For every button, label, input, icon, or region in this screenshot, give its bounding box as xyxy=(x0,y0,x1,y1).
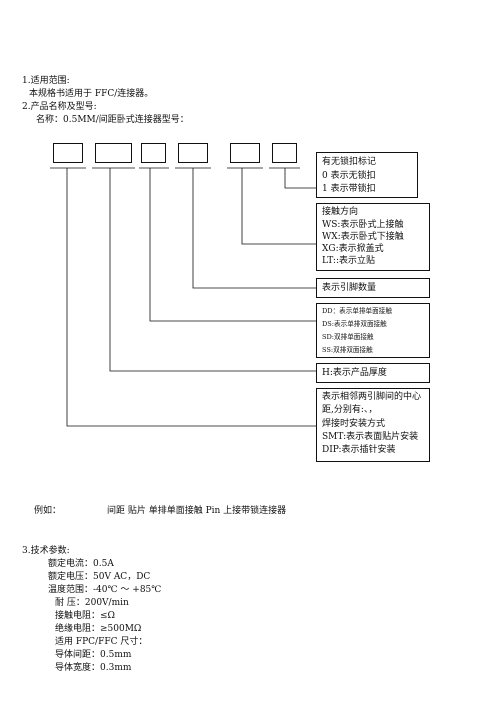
param-rated-voltage: 额定电压：50V AC，DC xyxy=(48,572,151,582)
code-box-pin-count xyxy=(178,143,208,163)
desc-line: 接触方向 xyxy=(322,207,359,217)
example-text: 间距 贴片 单排单面接触 Pin 上接带锁连接器 xyxy=(107,506,287,516)
desc-line: LT::表示立贴 xyxy=(322,256,375,266)
desc-line: 焊接时安装方式 xyxy=(322,419,386,429)
desc-line: 表示引脚数量 xyxy=(322,283,377,293)
desc-line: 表示相邻两引脚间的中心 xyxy=(322,392,422,402)
section-2-title: 2.产品名称及型号: xyxy=(22,102,97,112)
param-temp-range: 温度范围：-40℃ ～ +85℃ xyxy=(48,585,162,595)
desc-line: XG:表示掀盖式 xyxy=(322,244,384,254)
desc-line: SS:双排双面接触 xyxy=(322,346,373,354)
desc-box-pin-count: 表示引脚数量 xyxy=(316,278,430,298)
param-conductor-pitch: 导体间距：0.5mm xyxy=(55,650,132,660)
desc-box-thickness: H:表示产品厚度 xyxy=(316,363,430,383)
desc-box-lock: 有无锁扣标记 0 表示无锁扣 1 表示带锁扣 xyxy=(316,152,418,198)
desc-line: DIP:表示插针安装 xyxy=(322,445,396,455)
code-box-row-type xyxy=(141,143,166,163)
desc-box-pitch: 表示相邻两引脚间的中心 距,分别有:、， 焊接时安装方式 SMT:表示表面贴片安… xyxy=(316,388,430,462)
desc-line: WX:表示卧式下接触 xyxy=(322,232,404,242)
desc-line: H:表示产品厚度 xyxy=(322,368,387,378)
param-insulation-resistance: 绝缘电阻：≥500MΩ xyxy=(55,624,142,634)
desc-box-row-type: DD：表示单排单面接触 DS:表示单排双面接触 SD:双排单面接触 SS:双排双… xyxy=(316,303,430,358)
desc-line: SMT:表示表面贴片安装 xyxy=(322,432,419,442)
desc-line: 1 表示带锁扣 xyxy=(322,184,376,194)
code-box-lock xyxy=(272,143,297,163)
example-label: 例如： xyxy=(34,506,62,516)
desc-line: SD:双排单面接触 xyxy=(322,333,374,341)
code-box-pitch xyxy=(53,143,83,163)
desc-box-direction: 接触方向 WS:表示卧式上接触 WX:表示卧式下接触 XG:表示掀盖式 LT::… xyxy=(316,203,430,271)
section-1-body: 本规格书适用于 FFC/连接器。 xyxy=(29,89,154,99)
section-2-body: 名称：0.5MM/间距卧式连接器型号： xyxy=(36,115,189,125)
desc-line: 有无锁扣标记 xyxy=(322,157,377,167)
param-conductor-width: 导体宽度：0.3mm xyxy=(55,663,132,673)
desc-line: DS:表示单排双面接触 xyxy=(322,320,387,328)
param-withstand-voltage: 耐 压：200V/min xyxy=(55,598,129,608)
code-box-direction xyxy=(230,143,260,163)
desc-line: DD：表示单排单面接触 xyxy=(322,307,392,315)
param-rated-current: 额定电流：0.5A xyxy=(48,559,114,569)
section-3-title: 3.技术参数: xyxy=(22,546,70,556)
param-contact-resistance: 接触电阻：≤Ω xyxy=(55,611,116,621)
desc-line: 距,分别有:、， xyxy=(322,405,378,415)
code-box-thickness xyxy=(95,143,132,163)
desc-line: 0 表示无锁扣 xyxy=(322,171,376,181)
desc-line: WS:表示卧式上接触 xyxy=(322,220,404,230)
section-1-title: 1.适用范围: xyxy=(22,76,70,86)
param-fpc-ffc-size: 适用 FPC/FFC 尺寸： xyxy=(55,637,148,647)
